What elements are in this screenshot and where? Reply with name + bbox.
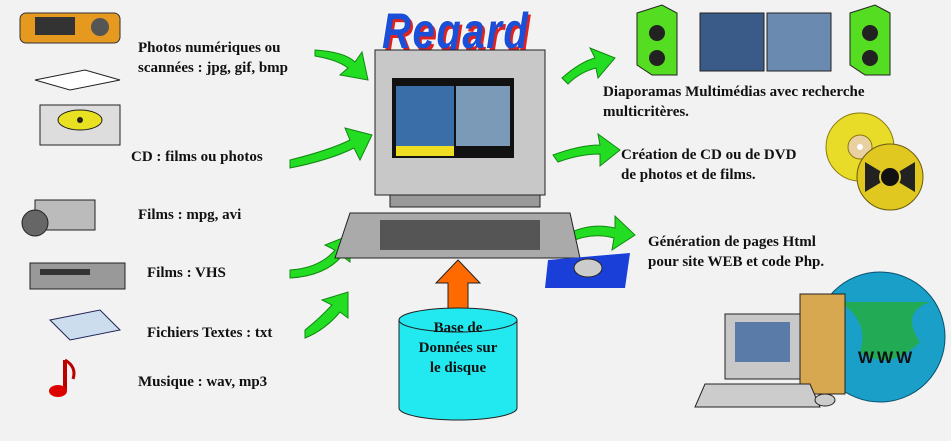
music-note-icon	[49, 358, 76, 397]
cd-dvd-icon	[825, 112, 924, 211]
input-label-films-mpg: Films : mpg, avi	[138, 207, 242, 223]
central-computer-icon	[334, 49, 630, 288]
input-label-music: Musique : wav, mp3	[138, 374, 268, 390]
web-computer-globe-icon	[694, 271, 946, 408]
label-line: Photos numériques ou	[138, 40, 281, 56]
vcr-icon	[29, 262, 126, 290]
label-line: de photos et de films.	[621, 167, 756, 183]
arrow-icon	[289, 127, 373, 169]
input-label-cd: CD : films ou photos	[131, 149, 263, 165]
arrow-icon	[304, 291, 349, 339]
arrow-icon	[552, 132, 621, 168]
cd-drive-icon	[34, 69, 121, 146]
label-line: Données sur	[418, 340, 498, 356]
database-icon	[398, 259, 518, 421]
label-line: Création de CD ou de DVD	[621, 147, 797, 163]
input-label-photos: Photos numériques ou scannées : jpg, gif…	[138, 38, 288, 78]
label-line: pour site WEB et code Php.	[648, 254, 825, 270]
label-line: Base de	[433, 320, 483, 336]
label-line: scannées : jpg, gif, bmp	[138, 60, 289, 76]
label-line: multicritères.	[603, 104, 689, 120]
database-label: Base de Données sur le disque	[398, 318, 518, 378]
www-label: WWW	[858, 348, 916, 367]
input-label-text: Fichiers Textes : txt	[147, 325, 273, 341]
label-line: Diaporamas Multimédias avec recherche	[603, 84, 865, 100]
output-label-web: Génération de pages Html pour site WEB e…	[648, 232, 824, 272]
input-label-vhs: Films : VHS	[147, 265, 226, 281]
video-camera-icon	[21, 199, 96, 237]
arrow-icon	[564, 214, 636, 252]
slideshow-icon	[636, 4, 891, 76]
arrow-icon	[314, 49, 369, 81]
output-label-cd-dvd: Création de CD ou de DVD de photos et de…	[621, 145, 796, 185]
arrow-icon	[561, 47, 616, 85]
camera-scanner-icon	[19, 12, 121, 44]
output-label-slideshow: Diaporamas Multimédias avec recherche mu…	[603, 82, 864, 122]
label-line: le disque	[429, 360, 487, 376]
paper-scroll-icon	[48, 309, 122, 341]
label-line: Génération de pages Html	[648, 234, 816, 250]
